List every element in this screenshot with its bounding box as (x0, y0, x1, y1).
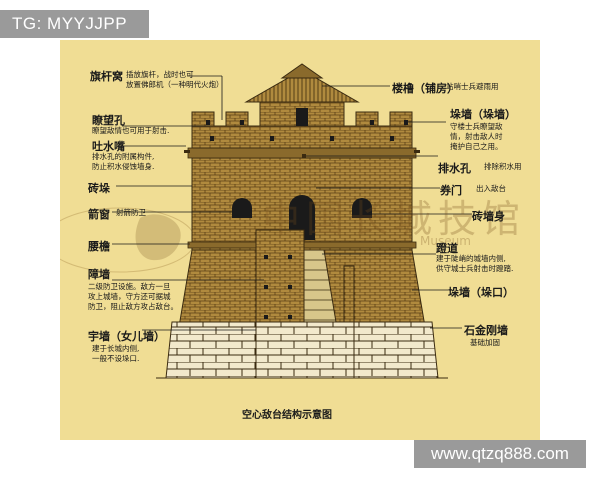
label-zhuanqiangshen-title: 砖墙身 (472, 210, 505, 223)
label-zhangqiang-desc-line: 防卫，阻止敌方攻占敌台。 (88, 302, 178, 311)
label-zhangqiang-desc-line: 二级防卫设施。敌方一旦 (88, 282, 171, 291)
watermark-bottom: www.qtzq888.com (414, 440, 586, 468)
label-quanmen-desc: 出入敌台 (476, 184, 506, 193)
arched-doorway (289, 195, 315, 240)
label-jianchuang-desc: 射箭防卫 (116, 208, 146, 217)
label-dengdao-desc: 建于陡峭的城墙内侧, 供守城士兵射击时蹬踏. (436, 254, 513, 274)
leader-lines-left (112, 75, 264, 331)
label-qiganku-title: 旗杆窝 (90, 70, 123, 83)
label-qiganku-desc-line: 插放旗杆，战时也可 (126, 70, 194, 79)
label-duoqiang-top-title: 垛墙（垛墙） (450, 108, 516, 121)
label-duoqiang-top-desc-line: 掩护自己之用。 (450, 142, 503, 151)
label-tushuizui-title: 吐水嘴 (92, 140, 125, 153)
drain-spouts (184, 150, 420, 158)
label-shijin-title: 石金刚墙 (464, 324, 508, 337)
label-leikong-title: 瞭望孔 (92, 114, 125, 127)
label-shijin-desc: 基础加固 (470, 338, 500, 347)
label-tushuizui-desc-line: 排水孔的附属构件, (92, 152, 155, 161)
label-dengdao-desc-line: 供守城士兵射击时蹬踏. (436, 264, 514, 273)
label-yaoyan-title: 腰檐 (88, 240, 110, 253)
label-zhangqiang-desc: 二级防卫设施。敌方一旦 攻上城墙，守方还可据城 防卫，阻止敌方攻占敌台。 (88, 282, 178, 312)
label-tushuizui-desc-line: 防止积水侵蚀墙身. (92, 162, 155, 171)
front-wall-base (255, 321, 355, 379)
watchtower-diagram (60, 63, 472, 379)
label-yuqiang-desc-line: 建于长城内侧, (92, 344, 140, 353)
label-paishuikong-desc: 排除积水用 (484, 162, 522, 171)
guard-house-roof-ridge (280, 63, 324, 79)
parapet-wall (191, 125, 413, 149)
label-duoqiang-top-desc-line: 守楼士兵瞭望敌 (450, 122, 503, 131)
label-leikong-desc: 瞭望敌情也可用于射击. (92, 126, 170, 135)
museum-watermark-english: Museum (420, 234, 471, 248)
label-duoqiang-top-desc-line: 情，射击敌人时 (450, 132, 503, 141)
label-yuqiang-title: 宇墙（女儿墙） (88, 330, 165, 343)
label-yuqiang-desc: 建于长城内侧, 一般不设垛口. (92, 344, 139, 364)
lookout-holes (206, 120, 408, 141)
guard-house-door (296, 108, 308, 126)
label-duoqiang-top-desc: 守楼士兵瞭望敌 情，射击敌人时 掩护自己之用。 (450, 122, 503, 152)
diagram-caption: 空心敌台结构示意图 (242, 410, 332, 421)
museum-watermark-chinese: 中国长城技馆 (262, 197, 527, 241)
diagram-panel: 中国长城技馆 Museum 旗杆窝 插放旗杆，战时也可 放置佛郎机（一种明代火炮… (60, 40, 540, 440)
label-jianchuang-title: 箭窗 (88, 208, 110, 221)
label-qiganku-desc-line: 放置佛郎机（一种明代火炮） (126, 80, 224, 89)
leader-lines-right (306, 85, 472, 329)
label-paishuikong-title: 排水孔 (438, 162, 471, 175)
label-loulu-desc: 站哨士兵避雨用 (446, 82, 499, 91)
background-figure (135, 214, 181, 261)
label-dengdao-desc-line: 建于陡峭的城墙内侧, (436, 254, 506, 263)
label-yuqiang-desc-line: 一般不设垛口. (92, 354, 140, 363)
label-dengdao-title: 蹬道 (436, 242, 458, 255)
label-qiganku-desc: 插放旗杆，战时也可 放置佛郎机（一种明代火炮） (126, 70, 224, 90)
label-tushuizui-desc: 排水孔的附属构件, 防止积水侵蚀墙身. (92, 152, 154, 172)
label-quanmen-title: 券门 (440, 184, 462, 197)
label-duoqiang-bottom-title: 垛墙（垛口） (448, 286, 514, 299)
arrow-windows (232, 198, 372, 218)
label-loulu-title: 楼橹（铺房） (392, 82, 458, 95)
watermark-top: TG: MYYJJPP (0, 10, 149, 38)
label-zhuanduo-title: 砖垛 (88, 182, 110, 195)
label-zhangqiang-desc-line: 攻上城墙，守方还可据城 (88, 292, 171, 301)
label-zhangqiang-title: 障墙 (88, 268, 110, 281)
